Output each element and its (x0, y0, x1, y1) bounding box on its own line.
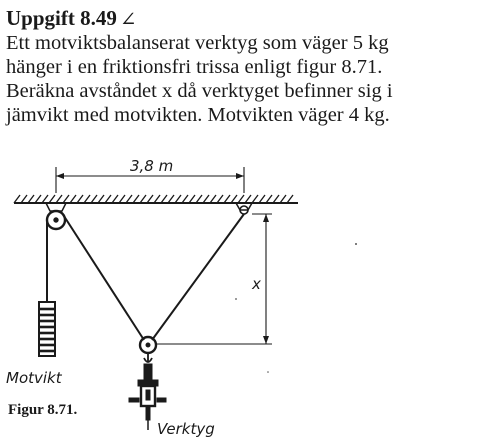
height-label: x (251, 275, 261, 293)
moving-pulley-icon (138, 335, 158, 363)
problem-text-line-2: hänger i en friktionsfri trissa enligt f… (6, 56, 383, 78)
problem-title-text: Uppgift 8.49 (6, 6, 117, 30)
figure-caption: Figur 8.71. (8, 402, 78, 418)
pulley-figure: 3,8 m x Motvikt (6, 157, 357, 438)
counterweight-label: Motvikt (6, 369, 63, 387)
problem-text: Ett motviktsbalanserat verktyg som väger… (6, 31, 478, 127)
height-dimension (157, 213, 272, 345)
problem-text-line-3: Beräkna avståndet x då verktyget befinne… (6, 80, 393, 102)
rope (46, 212, 245, 341)
span-dimension (55, 167, 245, 193)
counterweight-icon (38, 296, 56, 357)
right-anchor-icon (235, 202, 253, 215)
pen-mark-icon: ∠ (119, 9, 137, 31)
left-pulley-icon (45, 202, 67, 231)
problem-text-line-4: jämvikt med motvikten. Motvikten väger 4… (6, 104, 390, 126)
problem-block: Uppgift 8.49 ∠ Ett motviktsbalanserat ve… (6, 6, 478, 127)
tool-icon (128, 363, 167, 430)
tool-label: Verktyg (157, 420, 215, 438)
problem-title: Uppgift 8.49 ∠ (6, 6, 478, 31)
scan-specks (235, 243, 357, 373)
span-label: 3,8 m (130, 157, 173, 175)
ceiling (13, 194, 298, 204)
problem-text-line-1: Ett motviktsbalanserat verktyg som väger… (6, 32, 389, 54)
